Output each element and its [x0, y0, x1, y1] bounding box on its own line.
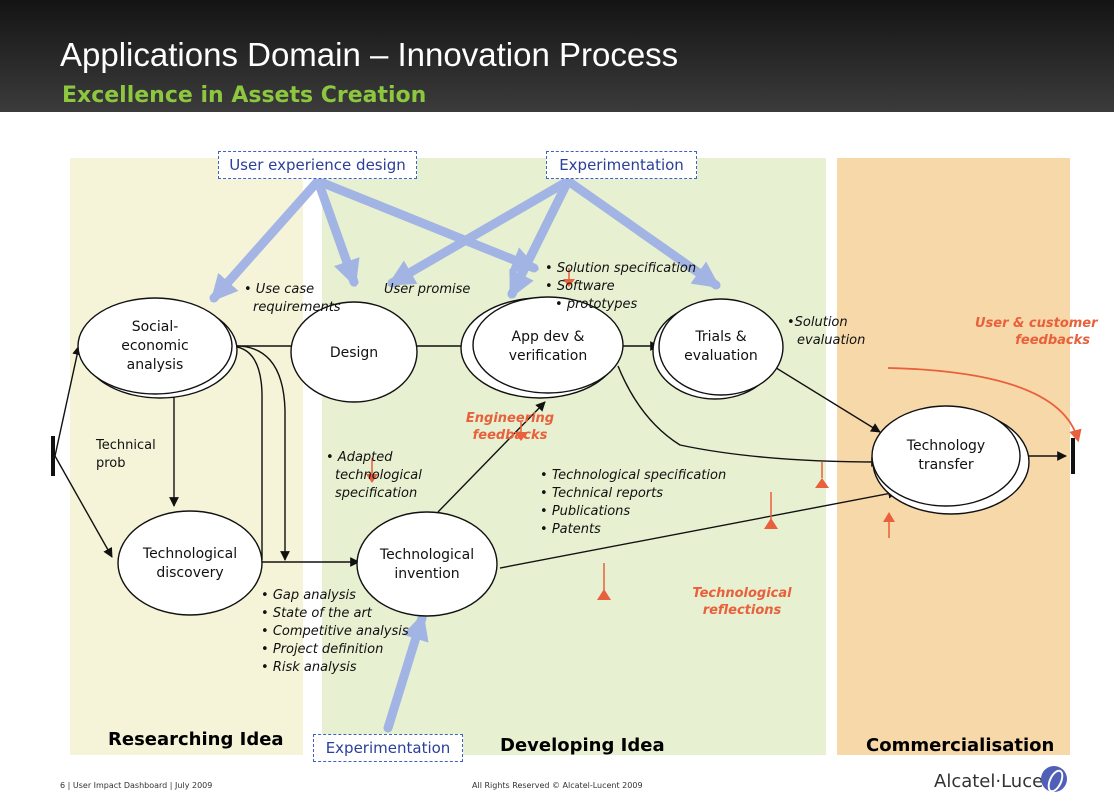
note-engineering-feedbacks: Engineering feedbacks — [465, 411, 555, 443]
list-item: Technological specification — [540, 467, 726, 485]
list-item: Risk analysis — [261, 659, 409, 677]
node-design — [290, 301, 418, 403]
blue-arrow-exp-design — [387, 176, 573, 288]
user-experience-design-box: User experience design — [218, 151, 417, 179]
experimentation-top-box: Experimentation — [546, 151, 697, 179]
slide-title: Applications Domain – Innovation Process — [60, 36, 679, 73]
alcatel-lucent-logo: Alcatel·Lucent — [934, 771, 1062, 792]
red-accents — [366, 268, 1082, 600]
label-app-dev: App dev & verification — [508, 329, 588, 364]
list-item: Patents — [540, 521, 726, 539]
blue-arrow-ux-appdev — [313, 176, 540, 273]
blue-arrow-exp-appdev — [507, 176, 573, 299]
experimentation-bottom-box: Experimentation — [313, 734, 463, 762]
list-item: Solution specification — [545, 260, 696, 278]
list-item: Publications — [540, 503, 726, 521]
blue-arrow-ux-social — [209, 176, 323, 303]
list-item: prototypes — [545, 296, 696, 314]
zone-label-developing: Developing Idea — [500, 735, 665, 756]
note-use-case: • Use case requirements — [244, 282, 341, 315]
arrow-entry-discovery — [54, 455, 113, 558]
note-user-customer-feedbacks: User & customer feedbacks — [975, 316, 1098, 348]
solution-spec-list: Solution specification Software prototyp… — [545, 260, 696, 314]
zone-label-commercialisation: Commercialisation — [866, 735, 1055, 756]
arrow-entry-social — [54, 345, 82, 457]
note-technological-reflections: Technological reflections — [692, 586, 792, 618]
note-solution-evaluation: •Solution evaluation — [787, 315, 866, 348]
list-item: Competitive analysis — [261, 623, 409, 641]
arrow-trials-transfer — [759, 357, 881, 433]
zone-label-researching: Researching Idea — [108, 729, 284, 750]
node-social-economic — [77, 297, 233, 395]
header-bar: Applications Domain – Innovation Process… — [0, 0, 1114, 112]
blue-arrow-ux-design — [313, 176, 360, 288]
arrow-invention-appdev — [437, 401, 546, 513]
list-item: Gap analysis — [261, 587, 409, 605]
process-nodes — [77, 296, 1030, 617]
alcatel-lucent-logo-icon — [1041, 766, 1067, 792]
label-design: Design — [329, 345, 379, 361]
note-technical-prob: Technical prob — [96, 438, 156, 471]
note-adapted-spec: • Adapted technological specification — [326, 450, 422, 501]
label-trials: Trials & evaluation — [684, 329, 758, 364]
red-feedback-curve — [887, 367, 1082, 443]
label-technological-discovery: Technological discovery — [142, 546, 238, 581]
list-item: Software — [545, 278, 696, 296]
node-technological-discovery — [117, 510, 263, 616]
slide-subtitle: Excellence in Assets Creation — [62, 83, 427, 108]
note-user-promise: User promise — [384, 282, 471, 297]
gap-analysis-list: Gap analysis State of the art Competitiv… — [261, 587, 409, 677]
node-trials — [658, 298, 784, 396]
tech-spec-list: Technological specification Technical re… — [540, 467, 726, 539]
list-item: Project definition — [261, 641, 409, 659]
arrow-social-discovery-side — [228, 345, 290, 561]
list-item: Technical reports — [540, 485, 726, 503]
arrow-appdev-transfer — [617, 365, 881, 467]
label-social-economic: Social- economic analysis — [121, 319, 189, 373]
footer-copyright: All Rights Reserved © Alcatel-Lucent 200… — [472, 781, 643, 790]
label-technological-invention: Technological invention — [379, 547, 475, 582]
footer-page-info: 6 | User Impact Dashboard | July 2009 — [60, 781, 213, 790]
node-technology-transfer — [871, 405, 1021, 507]
list-item: State of the art — [261, 605, 409, 623]
label-technology-transfer: Technology transfer — [906, 438, 986, 473]
